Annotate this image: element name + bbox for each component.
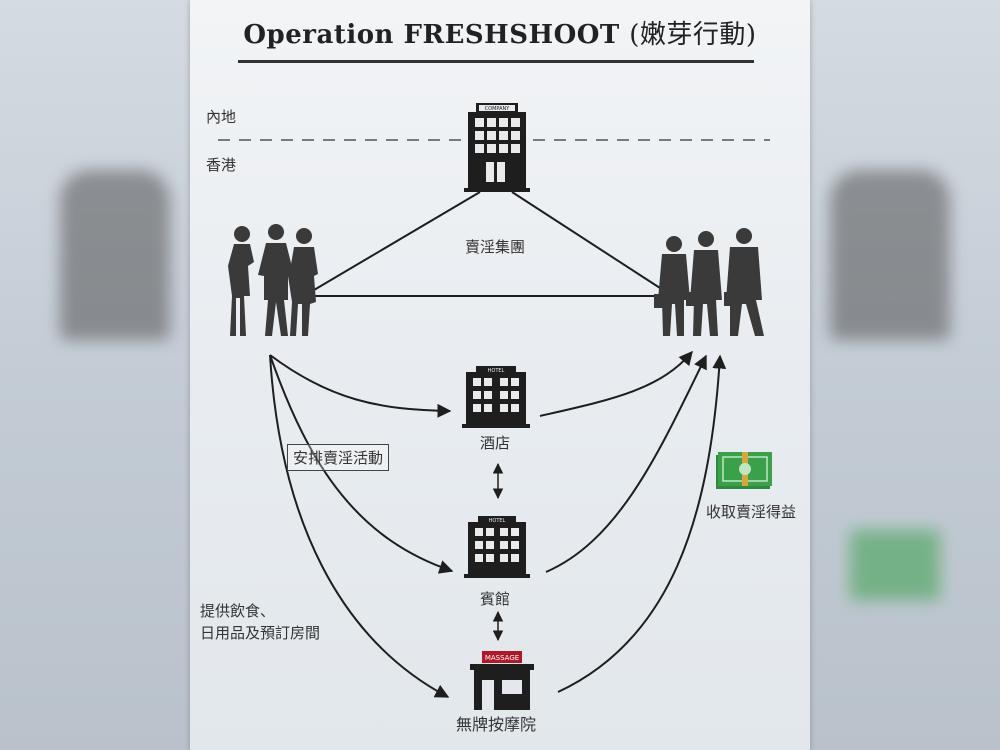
arrow-women-to-massage [269, 354, 450, 698]
massage-sign-text: MASSAGE [485, 654, 519, 662]
money-stack-icon [716, 452, 772, 489]
title-underline [238, 60, 754, 63]
label-arrange-activities: 安排賣淫活動 [287, 444, 390, 471]
massage-parlour-icon: MASSAGE [470, 651, 534, 710]
company-building-icon: COMPANY [464, 103, 530, 192]
blurred-figures-right [830, 170, 950, 340]
arrow-hotel-to-men [539, 350, 693, 417]
region-label-hong-kong: 香港 [206, 156, 237, 174]
label-provide-line2: 日用品及預訂房間 [200, 624, 321, 642]
label-proceeds: 收取賣淫得益 [706, 503, 797, 521]
blurred-background-left [0, 0, 190, 750]
guesthouse-sign-text: HOTEL [489, 518, 506, 524]
guesthouse-building-icon: HOTEL [464, 516, 530, 578]
hotel-sign-text: HOTEL [488, 368, 505, 374]
label-massage-parlour: 無牌按摩院 [456, 715, 537, 734]
blurred-figures-left [60, 170, 170, 340]
region-label-mainland: 內地 [206, 108, 237, 126]
label-syndicate: 賣淫集團 [465, 238, 526, 256]
company-sign-text: COMPANY [485, 106, 511, 112]
page-title: Operation FRESHSHOOT (嫩芽行動) [190, 14, 810, 51]
blurred-money-right [850, 530, 940, 600]
women-silhouette-icon [228, 224, 318, 336]
line-company-to-men [511, 191, 661, 289]
hotel-building-icon: HOTEL [462, 366, 530, 428]
men-silhouette-icon [654, 228, 764, 336]
title-chinese: (嫩芽行動) [629, 20, 757, 50]
line-company-to-women [313, 191, 481, 291]
flow-diagram: COMPANY [218, 103, 772, 710]
diagram-board: Operation FRESHSHOOT (嫩芽行動) COMPANY [190, 0, 810, 750]
label-hotel: 酒店 [480, 434, 511, 452]
label-provide-line1: 提供飲食、 [200, 602, 276, 620]
title-main: Operation FRESHSHOOT [243, 20, 620, 50]
arrow-women-to-guesthouse [269, 354, 454, 574]
arrow-women-to-hotel [269, 354, 452, 418]
label-guesthouse: 賓館 [480, 590, 511, 608]
arrow-massage-to-men [557, 354, 727, 693]
blurred-background-right [810, 0, 1000, 750]
arrow-guesthouse-to-men [545, 354, 707, 573]
